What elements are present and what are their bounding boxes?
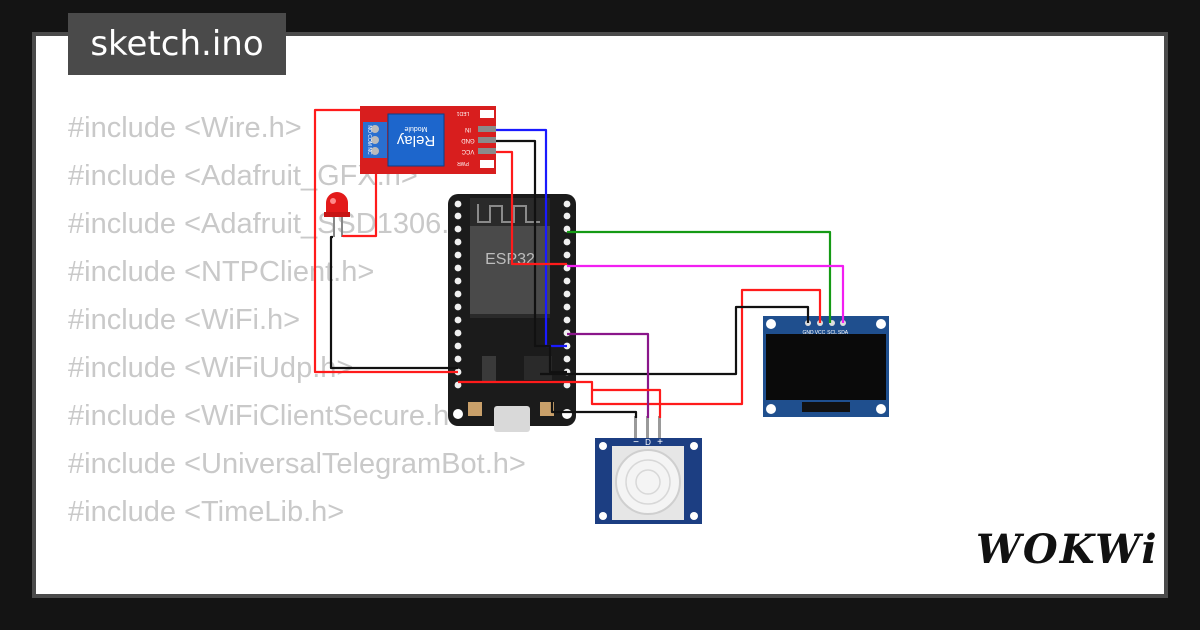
wire-red-relay-vcc[interactable]	[496, 150, 567, 266]
relay-module[interactable]: Relay Module LED1 PWR IN GND VCC NO COM …	[360, 106, 496, 174]
code-line: #include <WiFi.h>	[68, 304, 301, 336]
wokwi-logo: WOKWi	[976, 526, 1159, 573]
wires	[313, 108, 845, 418]
wire-red-oled-vcc[interactable]	[458, 288, 822, 406]
code-line: #include <WiFiUdp.h>	[68, 352, 354, 384]
esp32-label: ESP32	[485, 251, 535, 268]
code-line: #include <Adafruit_GFX.h>	[68, 160, 418, 192]
relay-terminal-labels: NO COM NC	[366, 125, 372, 155]
code-line: #define SCREEN_WIDTH 128	[68, 584, 526, 594]
code-line: #include <Wire.h>	[68, 112, 302, 144]
relay-pin-gnd-label: GND	[461, 137, 475, 143]
code-line: #include <WiFiClientSecure.h>	[68, 400, 467, 432]
oled-pin-vcc-label: VCC	[815, 330, 826, 336]
oled-pin-gnd-label: GND	[802, 330, 814, 336]
code-line: #include <NTPClient.h>	[68, 256, 375, 288]
wire-black-pir-gnd[interactable]	[550, 400, 638, 418]
wire-magenta[interactable]	[567, 264, 845, 323]
esp32-board[interactable]: ESP32	[448, 194, 576, 432]
pir-pin-d-label: D	[645, 438, 651, 447]
oled-pin-scl-label: SCL	[827, 330, 837, 336]
relay-pwr-label: PWR	[457, 160, 469, 166]
wire-red-led[interactable]	[313, 108, 458, 374]
relay-pin-vcc-label: VCC	[461, 148, 474, 154]
relay-led1-label: LED1	[457, 110, 470, 116]
code-line: #include <TimeLib.h>	[68, 496, 345, 528]
wire-black-led[interactable]	[329, 235, 458, 370]
file-tab[interactable]: sketch.ino	[68, 13, 286, 75]
wire-black-relay-gnd[interactable]	[496, 139, 567, 374]
pir-pin-plus-label: +	[657, 437, 663, 448]
pir-pin-minus-label: −	[633, 437, 639, 448]
wire-blue[interactable]	[496, 128, 567, 348]
wire-red-pir-vcc[interactable]	[592, 388, 662, 418]
relay-label: Relay	[396, 132, 435, 149]
code-line: #include <UniversalTelegramBot.h>	[68, 448, 526, 480]
relay-sublabel: Module	[404, 125, 427, 132]
wire-purple[interactable]	[567, 332, 650, 418]
pir-sensor[interactable]: − D +	[595, 416, 702, 524]
relay-pin-in-label: IN	[465, 126, 471, 132]
oled-display[interactable]: GND VCC SCL SDA	[763, 316, 889, 417]
oled-pin-sda-label: SDA	[838, 330, 849, 336]
wire-green[interactable]	[567, 230, 832, 323]
wire-black-oled-gnd[interactable]	[540, 305, 810, 376]
wire-red-led-anode[interactable]	[341, 174, 378, 238]
red-led[interactable]	[324, 192, 350, 237]
